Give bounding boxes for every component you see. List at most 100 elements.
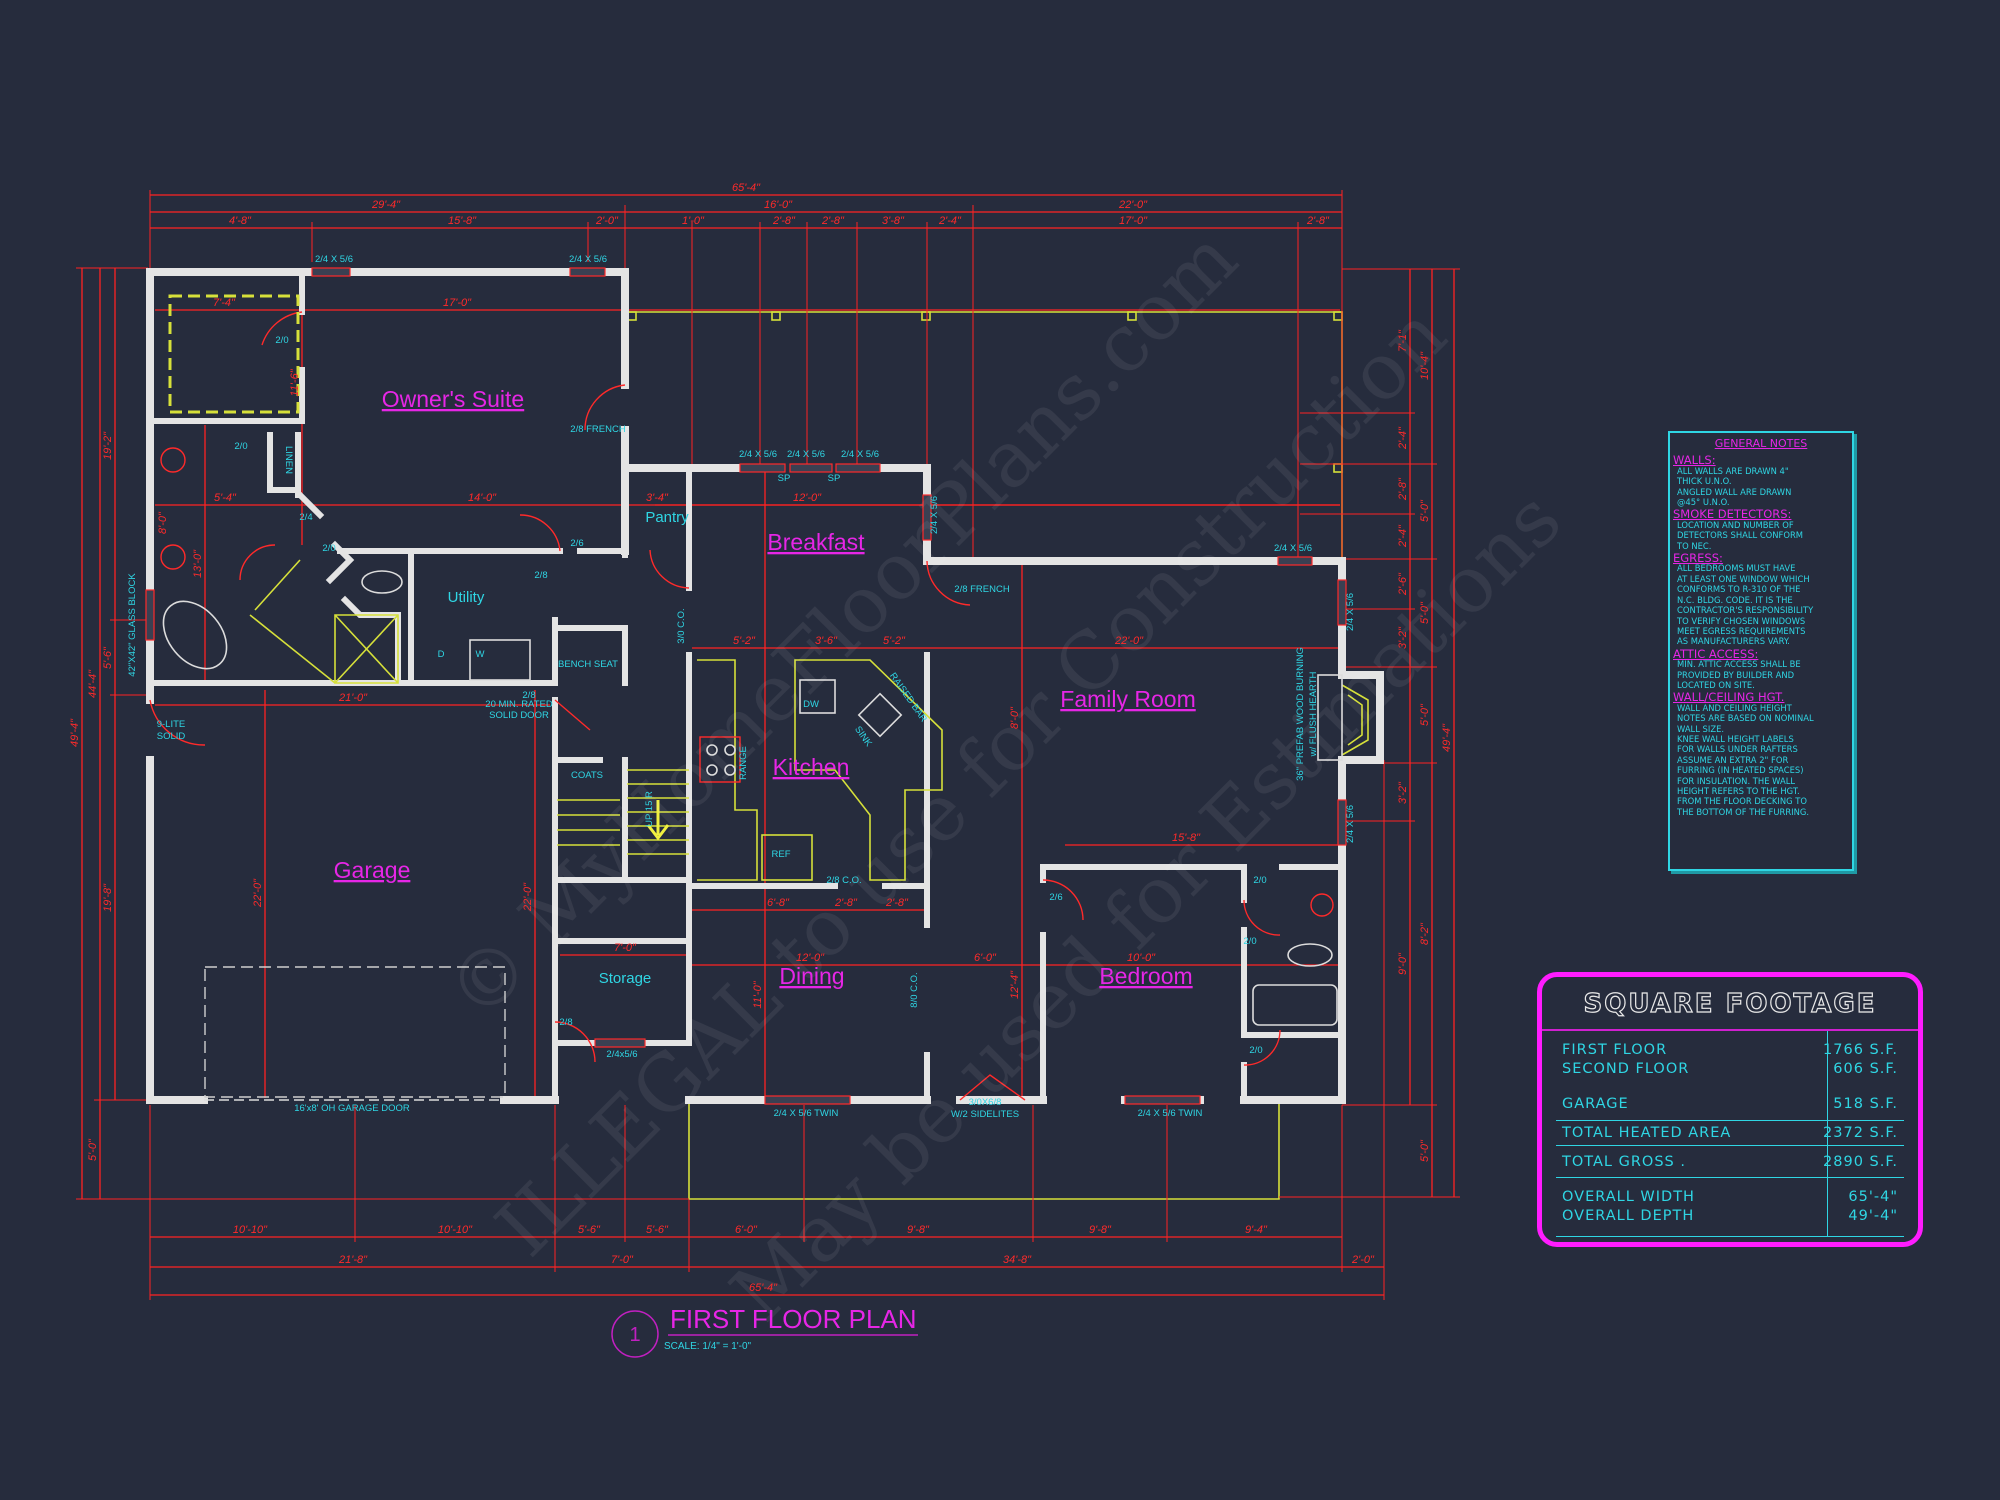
notes-line: FURRING (IN HEATED SPACES)	[1677, 765, 1804, 776]
dimension-interior: 15'-8"	[1172, 832, 1201, 844]
annotation: 2/4 X 5/6 TWIN	[774, 1108, 839, 1119]
annotation: 2/8 FRENCH	[570, 424, 626, 435]
dimension-right: 8'-2"	[1419, 922, 1431, 945]
annotation: 16'x8' OH GARAGE DOOR	[294, 1103, 410, 1114]
dimension-right: 10'-4"	[1419, 351, 1431, 380]
annotation: BENCH SEAT	[558, 659, 618, 670]
notes-line: N.C. BLDG. CODE. IT IS THE	[1677, 594, 1793, 605]
annotation: LINEN	[283, 446, 294, 474]
annotation: 2/4 X 5/6	[569, 254, 607, 265]
sqft-value: 65'-4"	[1848, 1189, 1898, 1205]
dimension-right: 2'-4"	[1397, 524, 1409, 548]
dimension-right: 3'-2"	[1397, 781, 1409, 804]
dimension-right: 9'-0"	[1397, 952, 1409, 975]
annotation: 2/4 X 5/6	[929, 496, 940, 534]
notes-line: FOR INSULATION. THE WALL	[1677, 775, 1796, 786]
dimension-interior: 12'-4"	[1009, 970, 1021, 999]
dimension-left: 44'-4"	[87, 669, 99, 698]
dimension-lines	[76, 190, 1460, 1300]
annotation: 3/0 C.O.	[676, 608, 687, 643]
sqft-label: SECOND FLOOR	[1562, 1061, 1690, 1077]
annotation: D	[438, 649, 445, 660]
annotation: 2/0	[1249, 1045, 1262, 1056]
annotation: 2/8	[559, 1017, 572, 1028]
dimension-bottom: 9'-4"	[1245, 1224, 1268, 1236]
notes-line: ASSUME AN EXTRA 2" FOR	[1677, 754, 1789, 765]
annotation: 2/4 X 5/6	[841, 449, 879, 460]
dimension-top: 1'-0"	[682, 215, 705, 227]
annotation: 2/4	[299, 512, 312, 523]
doors	[149, 311, 1281, 1101]
dimension-top: 2'-4"	[938, 215, 962, 227]
dimension-top: 22'-0"	[1118, 199, 1148, 211]
notes-section-heading: EGRESS:	[1673, 551, 1723, 566]
annotation: 42"X42" GLASS BLOCK	[127, 573, 138, 677]
dimension-bottom: 2'-0"	[1351, 1254, 1375, 1266]
dimension-right-overall: 49'-4"	[1441, 723, 1453, 752]
annotation: 36" PREFAB WOOD BURNING	[1295, 647, 1306, 781]
drawing-number: 1	[629, 1324, 640, 1346]
dimension-right: 5'-0"	[1419, 499, 1431, 522]
dimension-right: 2'-4"	[1397, 426, 1409, 450]
sqft-group-gross: TOTAL GROSS .2890 S.F.	[1556, 1146, 1904, 1178]
dimension-top: 2'-8"	[821, 215, 845, 227]
dimension-interior: 3'-6"	[815, 635, 838, 647]
general-notes-body: WALLS:ALL WALLS ARE DRAWN 4"THICK U.N.O.…	[1673, 453, 1849, 817]
room-label-kitchen: Kitchen	[773, 754, 850, 780]
dimension-right: 5'-0"	[1419, 703, 1431, 726]
dimension-interior: 22'-0"	[1114, 635, 1144, 647]
sqft-label: TOTAL HEATED AREA	[1562, 1125, 1732, 1141]
room-label-breakfast: Breakfast	[767, 529, 865, 555]
room-label-pantry: Pantry	[645, 509, 689, 526]
annotation: 2/0	[234, 441, 247, 452]
drawing-scale: SCALE: 1/4" = 1'-0"	[664, 1341, 752, 1352]
notes-line: ANGLED WALL ARE DRAWN	[1677, 486, 1792, 497]
drawing-title: FIRST FLOOR PLAN	[670, 1304, 917, 1334]
dimension-right: 2'-6"	[1397, 572, 1409, 596]
dimension-interior: 3'-4"	[646, 492, 669, 504]
dimension-top: 15'-8"	[448, 215, 477, 227]
notes-section-heading: WALL/CEILING HGT.	[1673, 690, 1785, 705]
dimension-top-overall: 65'-4"	[732, 182, 761, 194]
notes-line: ALL BEDROOMS MUST HAVE	[1677, 563, 1796, 574]
dimension-top: 16'-0"	[764, 199, 793, 211]
annotation: 2/0	[1253, 875, 1266, 886]
sqft-row-total-heated: TOTAL HEATED AREA 2372 S.F.	[1556, 1124, 1904, 1143]
dimension-top: 2'-8"	[772, 215, 796, 227]
notes-line: WALL SIZE.	[1677, 723, 1725, 734]
dimension-bottom: 10'-10"	[438, 1224, 473, 1236]
dimension-bottom: 9'-8"	[907, 1224, 930, 1236]
dimension-labels: 65'-4" 29'-4" 16'-0" 22'-0" 4'-8" 15'-8"…	[69, 182, 1453, 1294]
dimension-top: 17'-0"	[1119, 215, 1148, 227]
dimension-interior: 13'-0"	[192, 549, 204, 578]
annotation: 2/4 X 5/6	[1345, 805, 1356, 843]
dimension-bottom: 34'-8"	[1003, 1254, 1032, 1266]
annotation: SOLID	[157, 731, 186, 742]
sqft-value: 2372 S.F.	[1823, 1125, 1898, 1141]
dimension-interior: 8'-0"	[157, 511, 169, 534]
dimension-interior: 22'-0"	[252, 878, 264, 908]
sqft-value: 606 S.F.	[1833, 1061, 1898, 1077]
room-label-owners-suite: Owner's Suite	[382, 386, 524, 412]
notes-line: THE BOTTOM OF THE FURRING.	[1677, 806, 1810, 817]
notes-line: FOR WALLS UNDER RAFTERS	[1677, 744, 1798, 755]
interior-walls	[147, 269, 1345, 1103]
notes-line: TO NEC.	[1677, 540, 1712, 551]
title-circle	[611, 1310, 659, 1358]
sqft-label: FIRST FLOOR	[1562, 1042, 1668, 1058]
dimension-left: 5'-0"	[87, 1138, 99, 1161]
notes-line: HEIGHT REFERS TO THE HGT.	[1677, 786, 1800, 796]
dimension-right: 5'-0"	[1419, 1139, 1431, 1162]
annotation: 2/8 C.O.	[826, 875, 861, 886]
dimension-bottom: 6'-0"	[735, 1224, 758, 1236]
general-notes-panel: GENERAL NOTES WALLS:ALL WALLS ARE DRAWN …	[1668, 431, 1854, 871]
dimension-right: 5'-0"	[1419, 601, 1431, 624]
annotation: 2/4 X 5/6	[315, 254, 353, 265]
notes-line: CONFORMS TO R-310 OF THE	[1677, 584, 1801, 595]
notes-section-heading: WALLS:	[1673, 453, 1716, 468]
annotation: 2/0	[322, 543, 335, 554]
sqft-value: 49'-4"	[1848, 1208, 1898, 1224]
